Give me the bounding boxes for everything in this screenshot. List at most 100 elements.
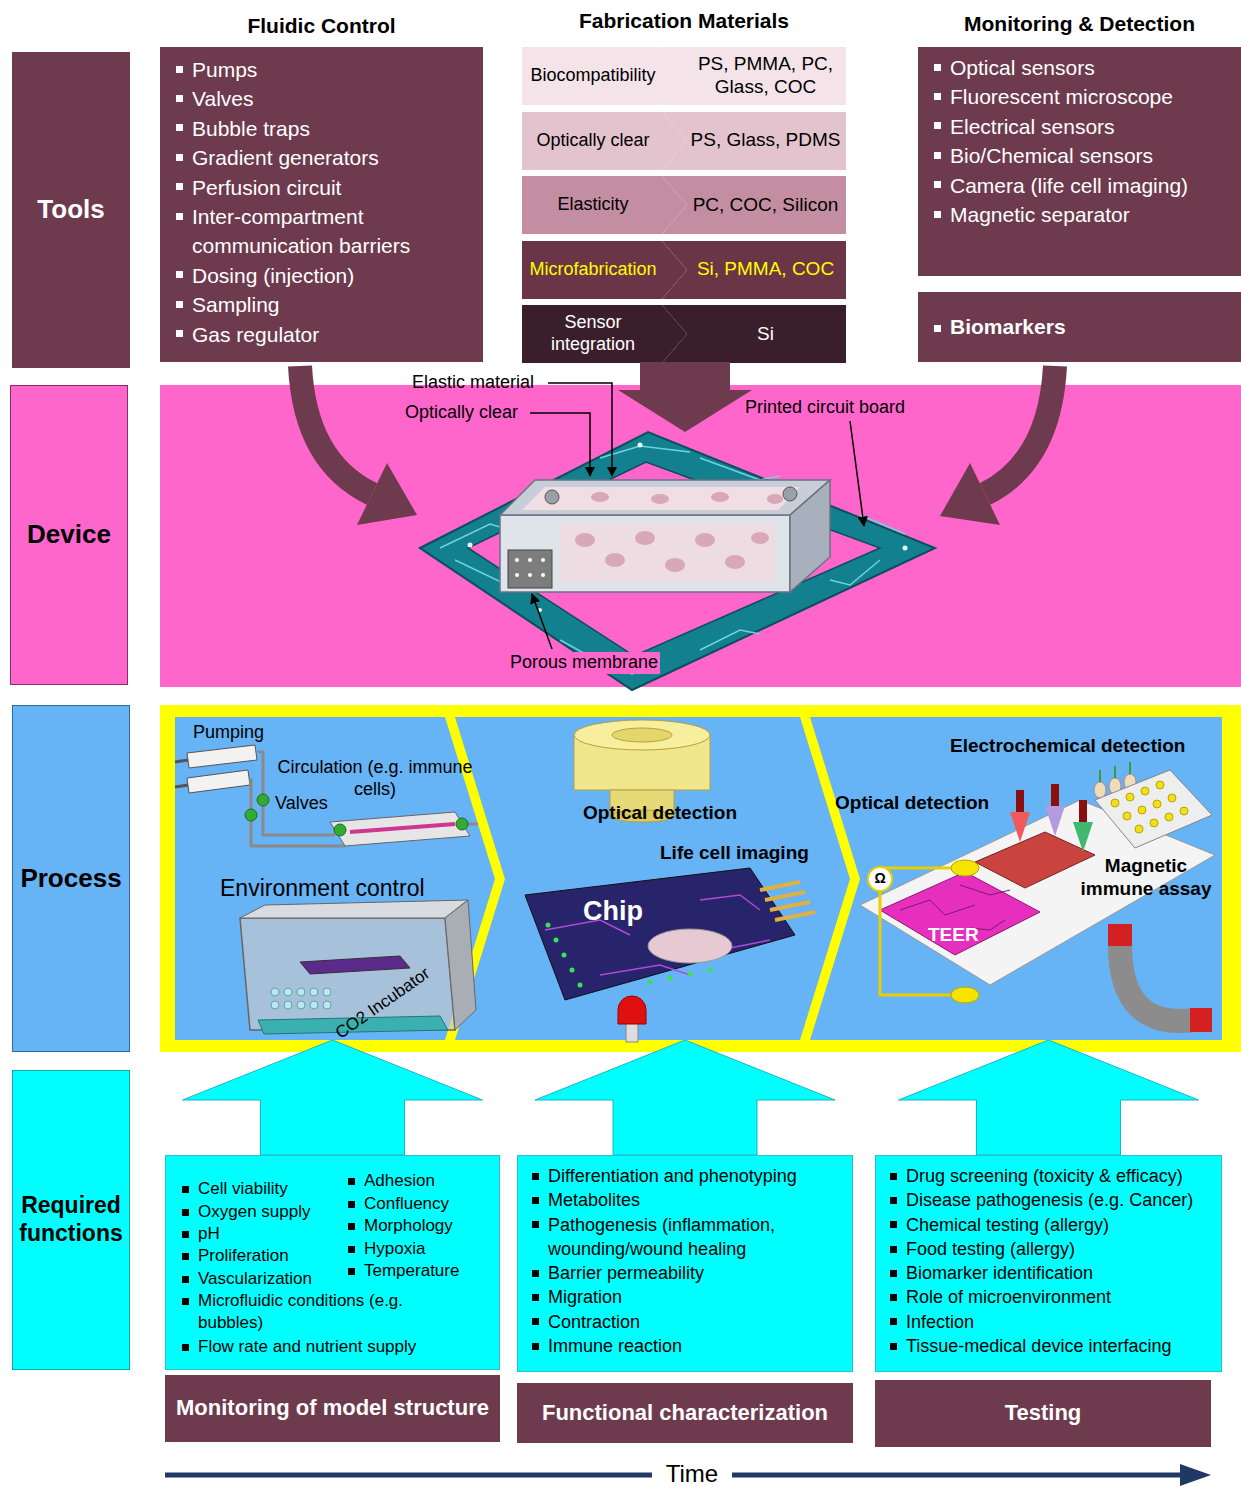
chevron-shape (662, 112, 846, 170)
bullet-item: Adhesion (346, 1170, 496, 1192)
bullet-item: Cell viability (180, 1178, 345, 1200)
bullet-item: Pathogenesis (inflammation, wounding/wou… (530, 1213, 846, 1262)
process-step-chevron: Electrochemical detectionOptical detecti… (810, 717, 1222, 1040)
chevron-shape (810, 717, 1222, 1040)
label-text: Required functions (17, 1192, 125, 1247)
tool-list-box: PumpsValvesBubble trapsGradient generato… (160, 47, 483, 362)
label-text: Device (15, 519, 123, 550)
material-property-chevron: Elasticity (522, 176, 687, 234)
material-property-chevron: Biocompatibility (522, 47, 687, 105)
stage-footer: Testing (875, 1380, 1211, 1447)
bullet-item: Drug screening (toxicity & efficacy) (888, 1164, 1215, 1188)
bullet-item: Morphology (346, 1215, 496, 1237)
label-text: Tools (16, 194, 126, 225)
chevron-shape (662, 305, 846, 363)
bullet-item: Confluency (346, 1193, 496, 1215)
row-label: Required functions (12, 1070, 130, 1370)
block-arrow (899, 1040, 1199, 1155)
material-list-cell: PS, PMMA, PC, Glass, COC (662, 47, 846, 105)
detection-list-box: Optical sensorsFluorescent microscopeEle… (918, 47, 1241, 276)
text-area: Optically clear (522, 112, 687, 170)
bullet-item: Inter-compartment communication barriers (174, 202, 475, 261)
text-area: Biocompatibility (522, 47, 687, 105)
bullet-item: Barrier permeability (530, 1261, 846, 1285)
bullet-item: Food testing (allergy) (888, 1237, 1215, 1261)
biomarker-box: Biomarkers (918, 292, 1241, 362)
callout-label: Elastic material (412, 372, 562, 394)
text-area: Microfabrication (522, 241, 687, 299)
row-label: Device (10, 385, 128, 685)
chevron-shape (662, 47, 846, 105)
bullet-item: Infection (888, 1310, 1215, 1334)
row-label: Process (12, 705, 130, 1052)
section-heading: Fluidic Control (180, 11, 463, 40)
chevron-outline (455, 717, 850, 1040)
bullet-item: Dosing (injection) (174, 261, 475, 290)
bullet-item: Pumps (174, 55, 475, 84)
process-step-chevron: PumpingCirculation (e.g. immune cells)Va… (175, 717, 505, 1040)
bullet-item: Bubble traps (174, 114, 475, 143)
section-heading: Monitoring & Detection (918, 9, 1241, 38)
bullet-item: Metabolites (530, 1188, 846, 1212)
material-list-cell: Si (662, 305, 846, 363)
callout-label: Ω (869, 870, 891, 887)
process-step-chevron: Optical detectionLife cell imagingChip (455, 717, 850, 1040)
bullet-item: Magnetic separator (932, 200, 1233, 229)
material-property-chevron: Microfabrication (522, 241, 687, 299)
chevron-shape (662, 176, 846, 234)
bullet-item: Chemical testing (allergy) (888, 1213, 1215, 1237)
bullet-item: Bio/Chemical sensors (932, 141, 1233, 170)
label-text: Chip (583, 895, 673, 927)
text-area: Optical sensorsFluorescent microscopeEle… (918, 47, 1241, 276)
callout-label: Fabrication Materials (522, 8, 846, 33)
label-text: Valves (275, 793, 355, 815)
material-property-chevron: Sensor integration (522, 305, 687, 363)
bullet-item: Differentiation and phenotyping (530, 1164, 846, 1188)
label-text: Life cell imaging (660, 842, 840, 865)
block-arrow (535, 1040, 835, 1155)
bullet-item: Fluorescent microscope (932, 82, 1233, 111)
text-area: Sensor integration (522, 305, 687, 363)
function-list-box: Cell viabilityOxygen supplypHProliferati… (165, 1155, 500, 1370)
bullet-item: Hypoxia (346, 1238, 496, 1260)
bullet-item: Biomarker identification (888, 1261, 1215, 1285)
label-text: PC, COC, Silicon (689, 194, 842, 217)
text-area: PS, Glass, PDMS (662, 112, 846, 170)
bullet-item: Camera (life cell imaging) (932, 171, 1233, 200)
stage-footer: Monitoring of model structure (165, 1375, 500, 1442)
label-text: Process (17, 863, 125, 894)
bullet-item: Contraction (530, 1310, 846, 1334)
callout-label: Time (652, 1460, 732, 1487)
label-text: TEER (928, 924, 998, 947)
bullet-item: Immune reaction (530, 1334, 846, 1358)
label-text: Optical detection (565, 802, 755, 825)
bullet-item: Sampling (174, 290, 475, 319)
chevron-shape (455, 717, 850, 1040)
process-band (160, 705, 1241, 1052)
bullet-item: Gradient generators (174, 143, 475, 172)
material-property-chevron: Optically clear (522, 112, 687, 170)
text-area: PC, COC, Silicon (662, 176, 846, 234)
label-text: PS, Glass, PDMS (689, 129, 842, 152)
chevron-shape (522, 241, 687, 299)
text-area: Functional characterization (517, 1383, 853, 1443)
text-area: Drug screening (toxicity & efficacy)Dise… (876, 1156, 1221, 1371)
label-text: Biocompatibility (526, 65, 660, 87)
bullet-item: Oxygen supply (180, 1201, 345, 1223)
bullet-item: Gas regulator (174, 320, 475, 349)
device-illustration (420, 383, 935, 690)
bullet-item: Proliferation (180, 1245, 345, 1267)
function-list-box: Drug screening (toxicity & efficacy)Dise… (875, 1155, 1222, 1372)
bullet-item: Microfluidic conditions (e.g. bubbles) (180, 1290, 435, 1334)
row-label: Tools (12, 52, 130, 368)
bullet-item: Disease pathogenesis (e.g. Cancer) (888, 1188, 1215, 1212)
text-area (455, 717, 850, 1040)
bullet-item: Electrical sensors (932, 112, 1233, 141)
bullet-item: Vascularization (180, 1268, 345, 1290)
callout-label: Optically clear (405, 402, 535, 424)
label-text: Sensor integration (526, 312, 660, 355)
text-area: Monitoring of model structure (165, 1375, 500, 1442)
label-text: PS, PMMA, PC, Glass, COC (689, 53, 842, 99)
chevron-shape (522, 305, 687, 363)
